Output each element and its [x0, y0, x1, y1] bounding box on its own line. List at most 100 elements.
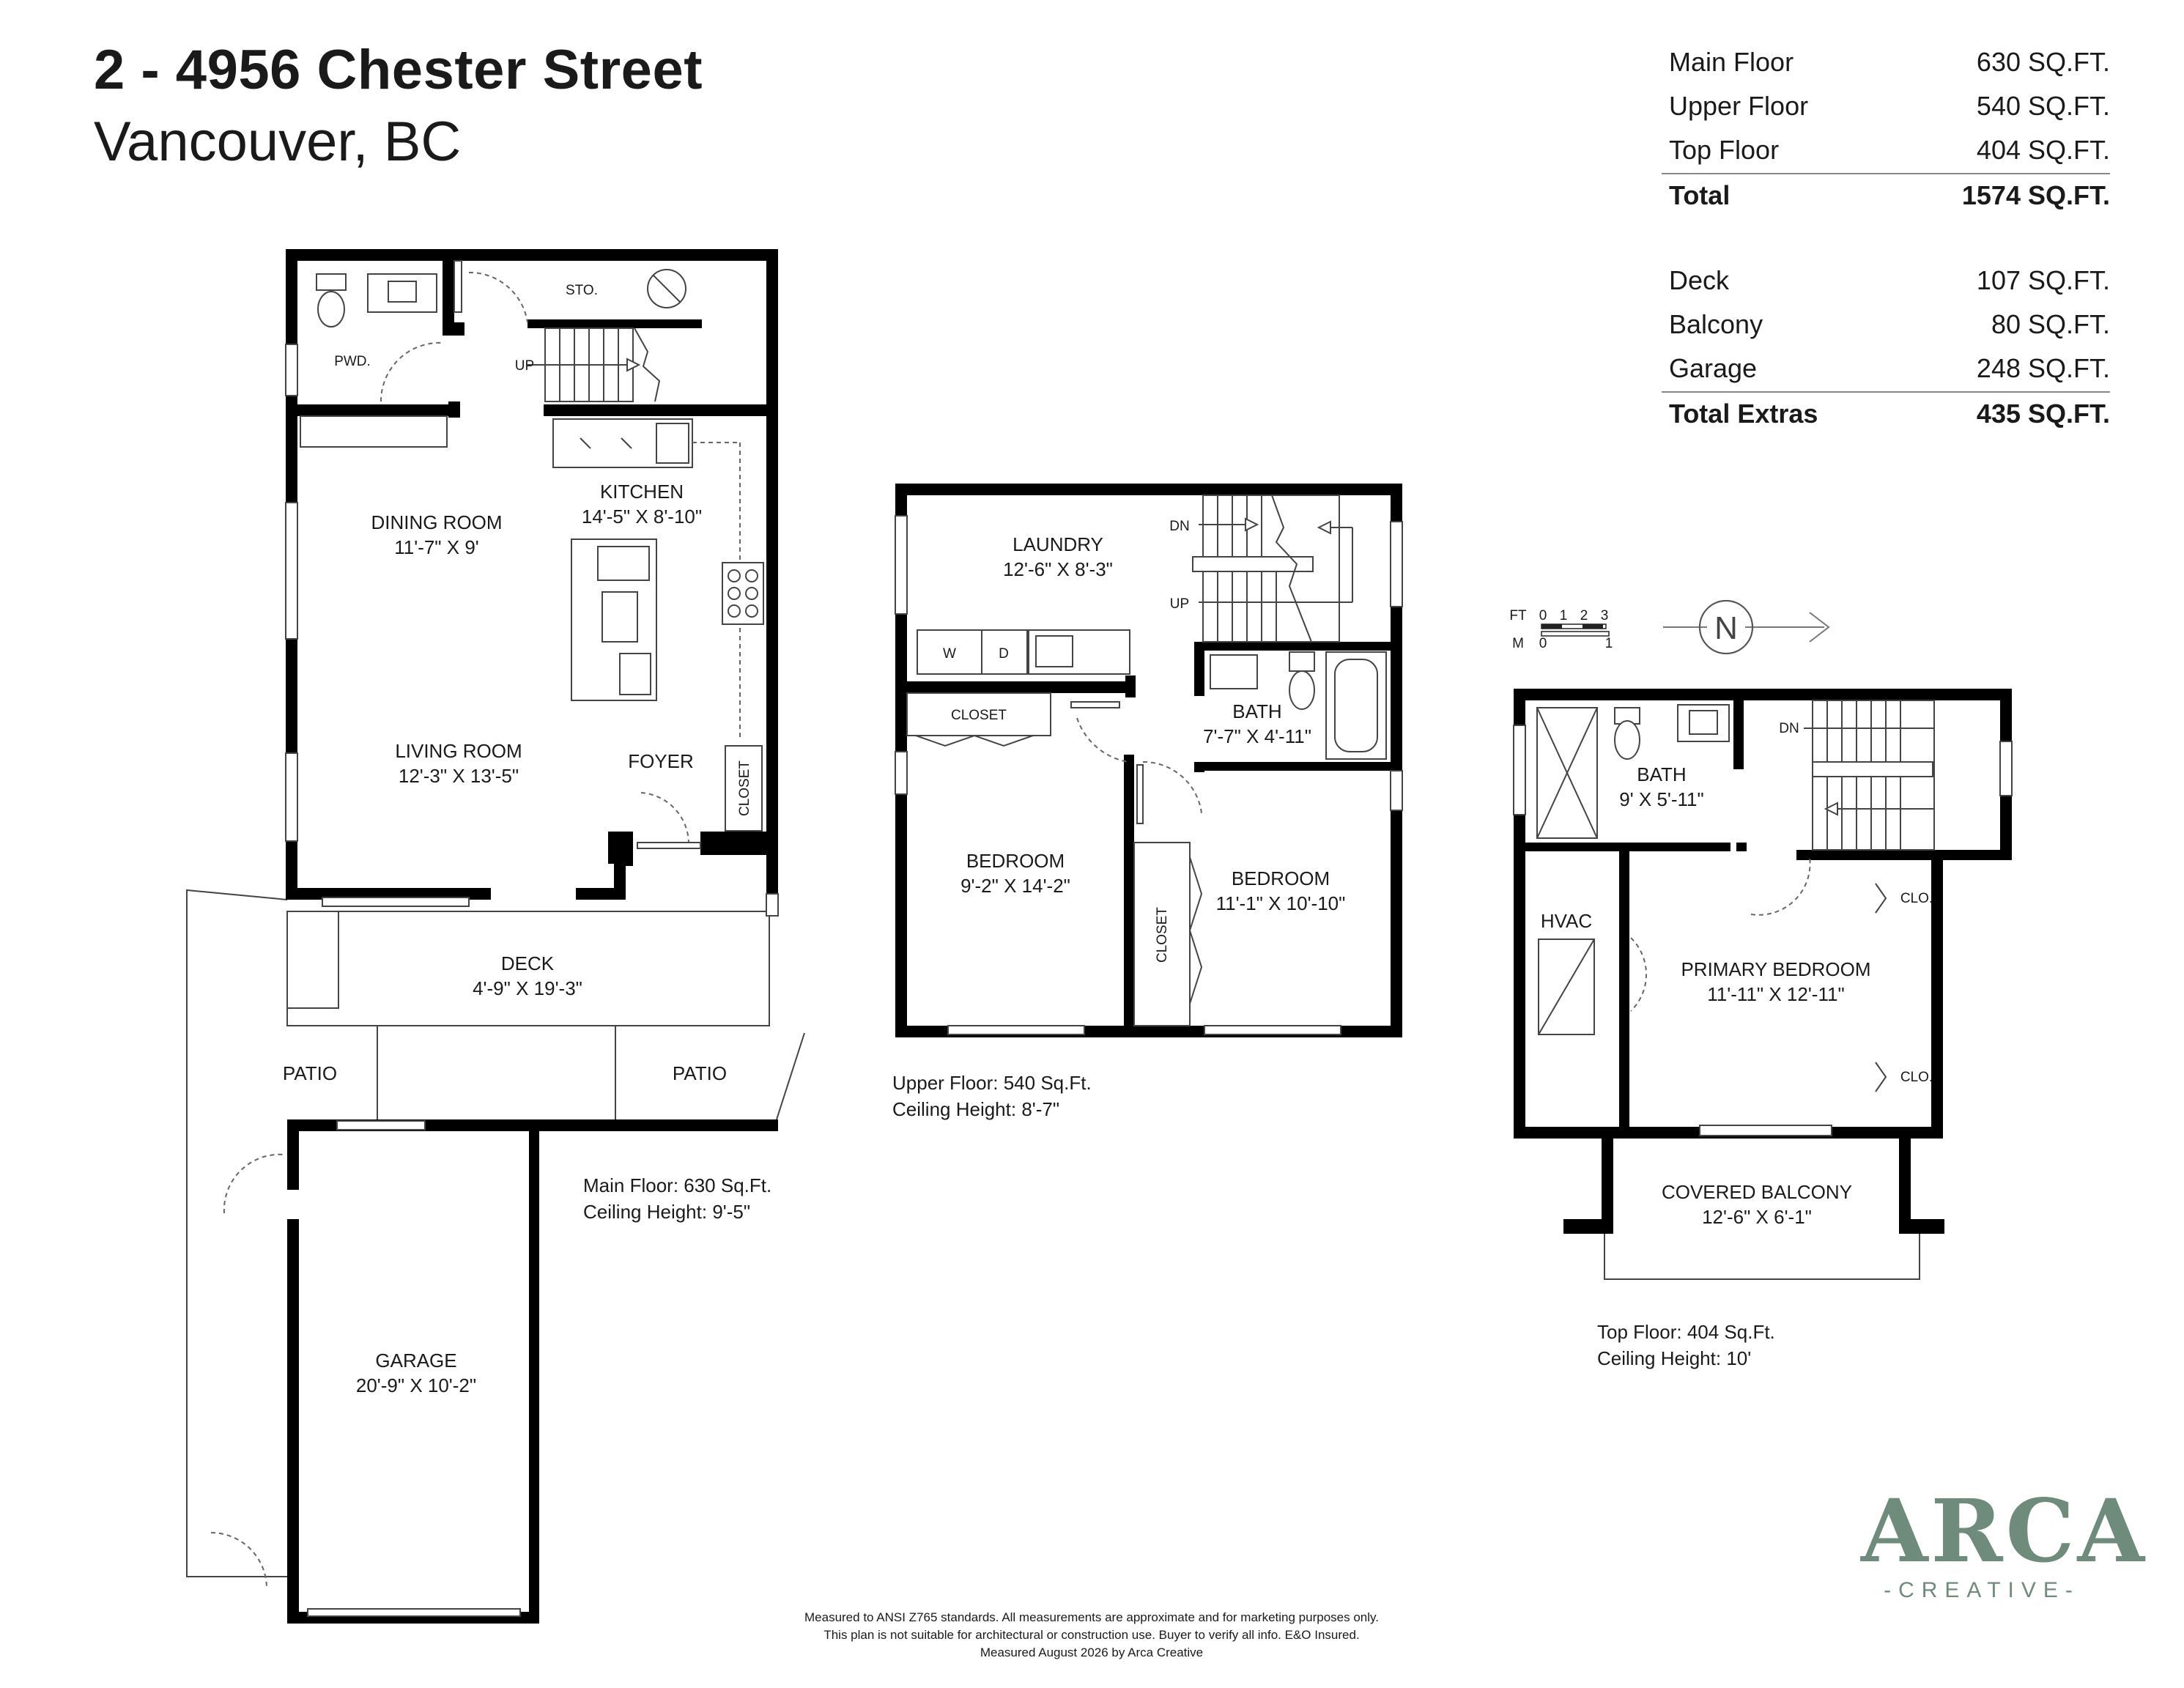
extras-area-table: Deck 107 SQ.FT. Balcony 80 SQ.FT. Garage…: [1662, 259, 2110, 437]
main-floor-area-note: Main Floor: 630 Sq.Ft.: [583, 1174, 772, 1196]
stair-down-label: DN: [1169, 519, 1189, 534]
top-floor-area-note: Top Floor: 404 Sq.Ft.: [1597, 1321, 1775, 1343]
room-label-bedroom-1: BEDROOM: [966, 850, 1065, 872]
bifold-door: [1188, 856, 1203, 1004]
logo-subtitle: -CREATIVE-: [1884, 1578, 2080, 1602]
area-value: 540 SQ.FT.: [1976, 91, 2110, 121]
balcony-wall: [1899, 1139, 1911, 1234]
window: [336, 1120, 426, 1130]
top-floor-plan: [1513, 689, 2013, 1280]
window: [947, 1025, 1085, 1035]
upper-stairs: [1192, 495, 1353, 643]
room-label-closet-2: CLO.: [1900, 1070, 1933, 1085]
window: [1513, 725, 1526, 815]
dryer-label: D: [999, 646, 1009, 662]
room-label-garage: GARAGE: [375, 1350, 456, 1372]
window: [895, 515, 908, 615]
window: [1999, 741, 2013, 796]
upper-floor-ceiling-note: Ceiling Height: 8'-7": [892, 1098, 1060, 1120]
area-row-total-extras: Total Extras 435 SQ.FT.: [1662, 391, 2110, 437]
area-row-main-floor: Main Floor 630 SQ.FT.: [1662, 41, 2110, 85]
sink-basin: [1689, 710, 1718, 735]
room-label-bedroom-2: BEDROOM: [1232, 867, 1330, 889]
room-label-patio-left: PATIO: [283, 1062, 337, 1084]
wall: [1733, 689, 1744, 769]
washer-label: W: [943, 646, 956, 662]
room-label-storage: STO.: [566, 283, 598, 298]
closet-door: [1875, 883, 1887, 914]
wall: [1796, 850, 2012, 860]
room-label-foyer-closet: CLOSET: [737, 760, 752, 816]
door-leaf: [1070, 701, 1120, 708]
island-appliance: [597, 546, 650, 581]
scale-ft-tick-3: 3: [1601, 608, 1609, 623]
room-label-dining: DINING ROOM: [371, 511, 502, 533]
property-address-title: 2 - 4956 Chester Street: [94, 39, 703, 101]
area-row-balcony: Balcony 80 SQ.FT.: [1662, 303, 2110, 347]
toilet: [1614, 720, 1640, 760]
window: [1204, 1025, 1341, 1035]
wall: [895, 681, 1131, 693]
garage-door: [307, 1608, 521, 1617]
stair-up-label: UP: [1170, 596, 1189, 612]
window: [285, 344, 298, 396]
door-leaf: [454, 260, 462, 313]
deck-step: [287, 911, 339, 1009]
room-label-primary-bedroom: PRIMARY BEDROOM: [1681, 958, 1870, 980]
north-label: N: [1714, 610, 1738, 646]
window: [895, 751, 908, 795]
scale-ft-tick-2: 2: [1580, 608, 1588, 623]
bifold-door: [915, 734, 1034, 747]
dining-sideboard: [300, 415, 448, 448]
patio-outline: [186, 889, 288, 1577]
room-dim-bedroom-1: 9'-2" X 14'-2": [960, 875, 1070, 897]
upper-floor-area-note: Upper Floor: 540 Sq.Ft.: [892, 1072, 1092, 1094]
stair-down-label: DN: [1779, 721, 1799, 736]
toilet-tank: [1289, 651, 1315, 672]
wall: [1619, 843, 1629, 1131]
hvac-mark: [1538, 939, 1595, 1035]
room-dim-primary-bedroom: 11'-11" X 12'-11": [1707, 983, 1844, 1005]
scale-m-label: M: [1512, 636, 1524, 651]
wall: [1391, 484, 1402, 1037]
balcony-wall: [1602, 1139, 1613, 1234]
wall: [1514, 689, 2012, 700]
disclaimer-line-1: Measured to ANSI Z765 standards. All mea…: [804, 1610, 1379, 1624]
scale-ft-label: FT: [1509, 608, 1527, 623]
wall: [895, 484, 1402, 495]
balcony-wall: [1899, 1219, 1944, 1234]
room-label-laundry: LAUNDRY: [1013, 533, 1103, 555]
area-label: Top Floor: [1669, 135, 1780, 165]
sliding-door: [1699, 1125, 1832, 1136]
door-swing: [210, 1532, 267, 1589]
room-dim-living: 12'-3" X 13'-5": [399, 765, 519, 787]
property-city-subtitle: Vancouver, BC: [94, 111, 462, 173]
wall: [608, 832, 633, 864]
room-label-deck: DECK: [501, 952, 555, 974]
wall: [1124, 755, 1134, 1033]
area-label: Main Floor: [1669, 47, 1794, 77]
island-sink: [601, 591, 638, 643]
wall: [1194, 762, 1204, 772]
wall: [443, 249, 454, 336]
room-dim-covered-balcony: 12'-6" X 6'-1": [1702, 1206, 1812, 1228]
scale-m-tick-1: 1: [1605, 636, 1613, 651]
scale-bar: FT 0 1 2 3 M 0 1: [1509, 608, 1613, 651]
closet-top: [906, 692, 1051, 736]
area-total-value: 435 SQ.FT.: [1976, 399, 2110, 429]
door-swing: [1750, 856, 1811, 916]
shower-mark: [1536, 707, 1598, 839]
door-swing: [640, 792, 689, 843]
logo-wordmark: ARCA: [1861, 1480, 2148, 1582]
wall: [448, 322, 464, 336]
upper-floor-plan: [895, 484, 1403, 1037]
top-floor-note: Top Floor: 404 Sq.Ft. Ceiling Height: 10…: [1597, 1319, 1775, 1372]
fridge: [656, 423, 689, 464]
area-value: 80 SQ.FT.: [1991, 309, 2110, 339]
cabinet-mark: [621, 437, 632, 449]
wall: [1931, 850, 1943, 1139]
wall: [287, 1119, 299, 1190]
main-floor-ceiling-note: Ceiling Height: 9'-5": [583, 1201, 751, 1223]
wall: [286, 404, 459, 416]
